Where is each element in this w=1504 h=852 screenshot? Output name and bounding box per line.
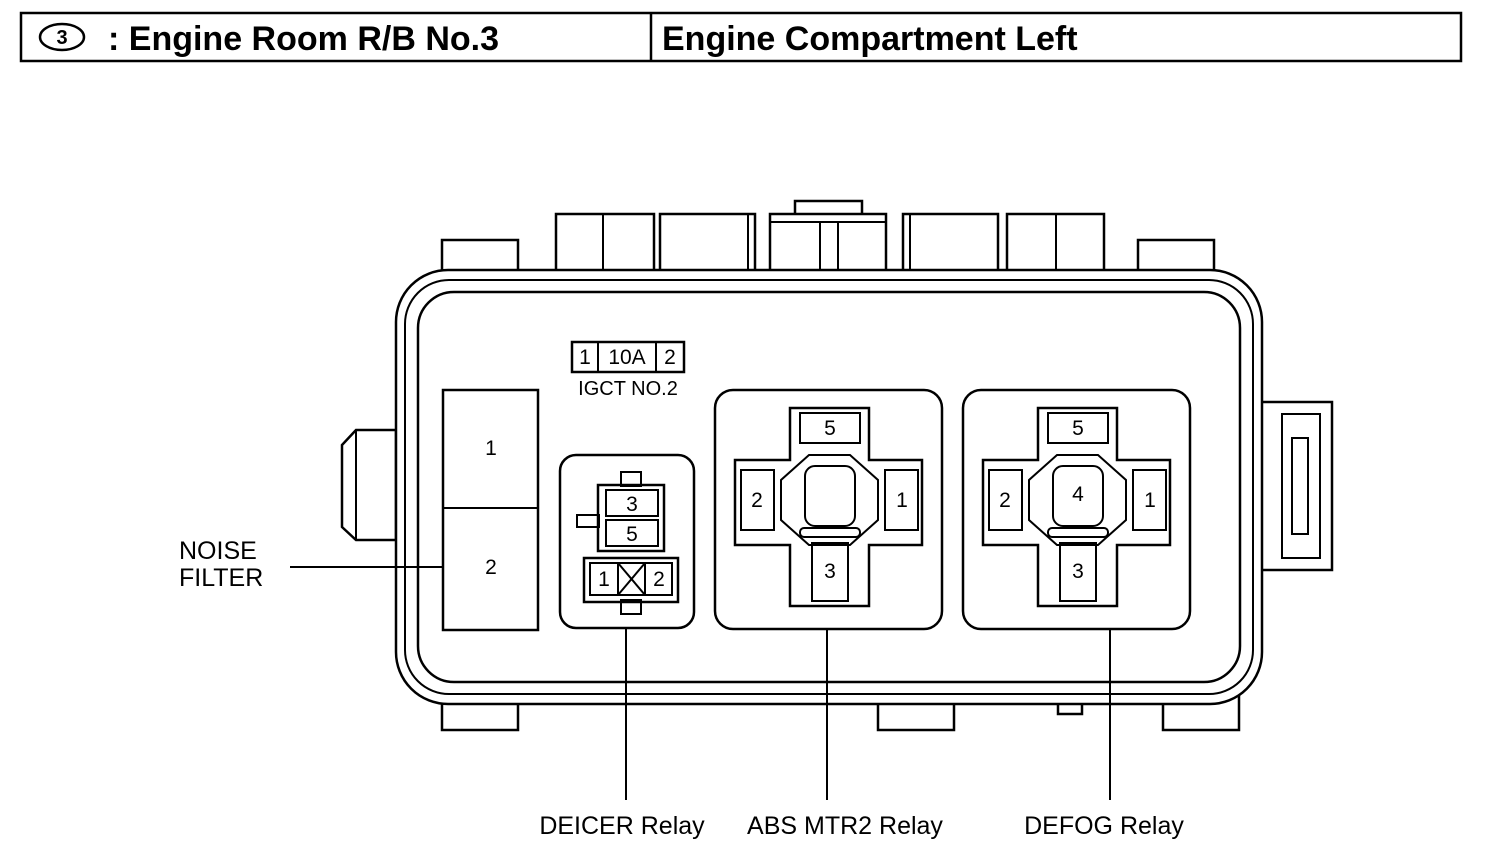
- deicer-relay-label: DEICER Relay: [539, 812, 705, 840]
- defog-relay-socket: [961, 388, 1192, 631]
- defog-relay: 5 2 4 1 3 DEFOG Relay: [961, 388, 1192, 840]
- fuse-terminal-right: 2: [664, 346, 676, 369]
- abs-mtr2-relay: 5 2 1 3 ABS MTR2 Relay: [713, 388, 944, 840]
- top-tab-left: [440, 238, 520, 274]
- deicer-terminal-3: 3: [626, 493, 638, 516]
- defog-terminal-1: 1: [1144, 489, 1156, 512]
- defog-terminal-3: 3: [1072, 560, 1084, 583]
- noise-filter-terminal-2: 2: [485, 556, 497, 579]
- deicer-terminal-1: 1: [598, 568, 610, 591]
- noise-filter-terminal-1: 1: [485, 437, 497, 460]
- fuse-terminal-left: 1: [579, 346, 591, 369]
- deicer-terminal-2: 2: [653, 568, 665, 591]
- header-title: : Engine Room R/B No.3: [108, 20, 499, 58]
- box-number-badge: [38, 22, 86, 52]
- defog-relay-label: DEFOG Relay: [1024, 812, 1184, 840]
- abs-terminal-1: 1: [896, 489, 908, 512]
- noise-filter-label-line2: FILTER: [179, 564, 263, 592]
- abs-terminal-3: 3: [824, 560, 836, 583]
- abs-relay-label: ABS MTR2 Relay: [747, 812, 943, 840]
- top-connector-1: [554, 212, 656, 274]
- abs-relay-socket: [713, 388, 944, 631]
- defog-terminal-4: 4: [1072, 483, 1084, 506]
- abs-terminal-2: 2: [751, 489, 763, 512]
- header-location: Engine Compartment Left: [662, 20, 1078, 58]
- header-frame: [19, 11, 1463, 63]
- noise-filter-body: [441, 388, 540, 632]
- top-connector-2: [658, 212, 757, 274]
- deicer-terminal-5: 5: [626, 523, 638, 546]
- noise-filter-label-line1: NOISE: [179, 537, 257, 565]
- left-side-connector: [340, 428, 398, 542]
- housing-inner: [416, 290, 1242, 684]
- fuse-rating: 10A: [608, 346, 645, 369]
- fuse-body: [570, 340, 686, 374]
- defog-terminal-2: 2: [999, 489, 1011, 512]
- deicer-relay: 3 5 1 2 DEICER Relay: [539, 453, 705, 840]
- right-side-connector: [1256, 400, 1334, 572]
- abs-terminal-5: 5: [824, 417, 836, 440]
- fuse-name: IGCT NO.2: [578, 378, 678, 400]
- defog-terminal-5: 5: [1072, 417, 1084, 440]
- top-tab-right: [1136, 238, 1216, 274]
- fuse-igct-no2: 1 10A 2 IGCT NO.2: [570, 340, 686, 400]
- box-number: 3: [56, 27, 67, 49]
- housing-rim: [404, 279, 1254, 695]
- top-connector-3: [901, 212, 1000, 274]
- noise-filter: 1 2 NOISE FILTER: [179, 388, 540, 632]
- header-bar: 3 : Engine Room R/B No.3 Engine Compartm…: [19, 11, 1463, 63]
